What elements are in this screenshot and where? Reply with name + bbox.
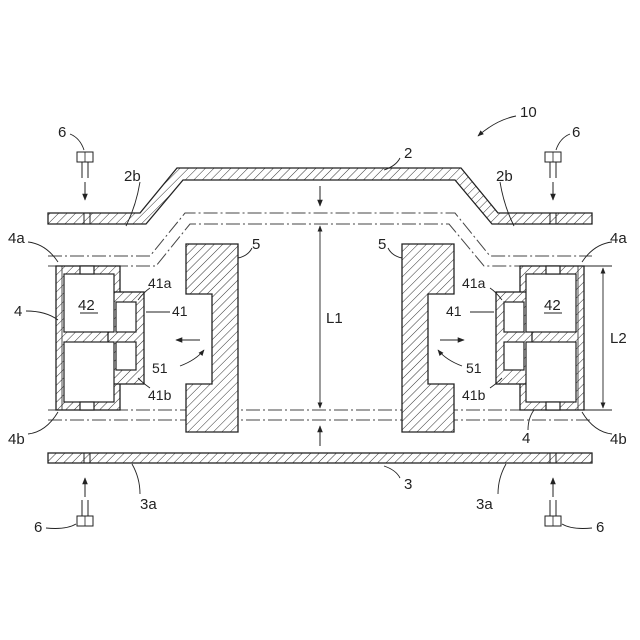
label-upper-plate: 2 [404,145,412,162]
bolt-bottom-right [545,478,561,526]
frame-right [496,266,584,410]
block-left [186,244,238,432]
label-lower-flange-right: 3a [476,496,493,513]
label-boss-bottom-right: 41b [462,387,486,403]
label-boss-top-right: 41a [462,275,486,291]
label-frame-top-left: 4a [8,230,25,247]
label-bolt-top-right: 6 [572,124,580,141]
arrow-recess-right [438,350,462,366]
label-lower-flange-left: 3a [140,496,157,513]
frame-left [56,266,144,410]
label-bolt-top-left: 6 [58,124,66,141]
label-chamber-left: 42 [78,297,95,314]
label-block-right: 5 [378,236,386,253]
label-frame-bottom-left: 4b [8,431,25,448]
lower-plate [48,453,592,463]
label-dimension-l2: L2 [610,330,627,347]
bolt-bottom-left [77,478,93,526]
label-recess-left: 51 [152,360,168,376]
label-boss-top-left: 41a [148,275,172,291]
label-upper-flange-left: 2b [124,168,141,185]
label-frame-right: 4 [522,430,530,447]
label-frame-bottom-right: 4b [610,431,627,448]
label-lower-plate: 3 [404,476,412,493]
label-assembly: 10 [520,104,537,121]
label-upper-flange-right: 2b [496,168,513,185]
label-block-left: 5 [252,236,260,253]
label-boss-left: 41 [172,303,188,319]
label-dimension-l1: L1 [326,310,343,327]
label-frame-top-right: 4a [610,230,627,247]
label-recess-right: 51 [466,360,482,376]
arrow-recess-left [180,350,204,366]
label-bolt-bottom-right: 6 [596,519,604,536]
bolt-top-left [77,152,93,200]
label-boss-bottom-left: 41b [148,387,172,403]
block-right [402,244,454,432]
arrow-assembly [478,116,516,136]
bolt-top-right [545,152,561,200]
label-bolt-bottom-left: 6 [34,519,42,536]
label-boss-right: 41 [446,303,462,319]
label-chamber-right: 42 [544,297,561,314]
label-frame-left: 4 [14,303,22,320]
